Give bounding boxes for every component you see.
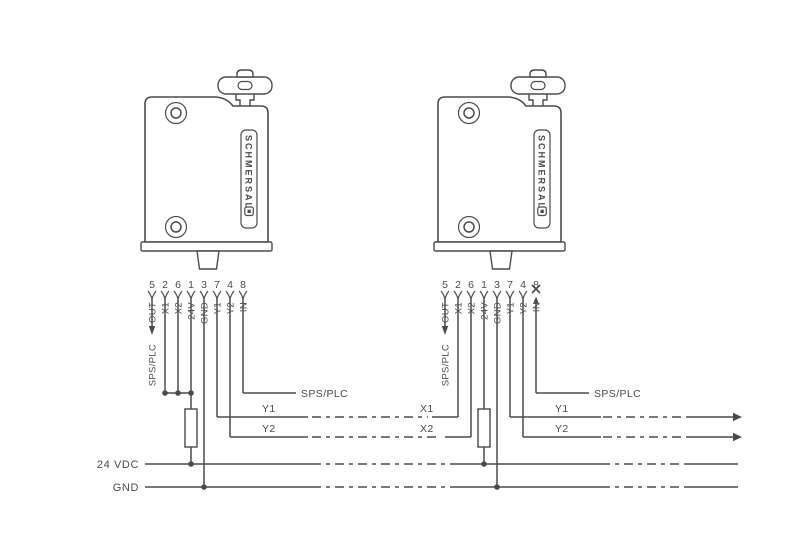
mounting-hole [457, 101, 481, 125]
pin-number: 5 [149, 279, 155, 291]
pin-number: 1 [188, 279, 194, 291]
brand-label: SCHMERSAL [244, 135, 254, 210]
pin-label: X2 [467, 302, 478, 314]
pin-label: X1 [161, 302, 172, 314]
x2-label: X2 [420, 423, 434, 435]
pin-number: 2 [162, 279, 168, 291]
ground-rail-label: GND [113, 482, 139, 494]
pin-signal-labels: OUT X1 X2 24V GND Y1 Y2 IN [148, 302, 250, 324]
pin-label: Y2 [519, 302, 530, 314]
switch-body [144, 96, 269, 243]
pin-number: 3 [494, 279, 500, 291]
power-rail-label: 24 VDC [97, 459, 139, 471]
safety-switch-2: SCHMERSAL 5 2 6 1 3 7 4 8 [433, 69, 641, 490]
pin-label: Y2 [226, 302, 237, 314]
socket-icon [466, 290, 476, 300]
brand-mark-icon [537, 206, 547, 217]
pin-number: 5 [442, 279, 448, 291]
mounting-hole [457, 215, 481, 239]
socket-icon [479, 290, 489, 300]
socket-icon [199, 290, 209, 300]
mounting-hole [164, 215, 188, 239]
pin-signal-labels: OUT X1 X2 24V GND Y1 Y2 IN [441, 302, 543, 324]
actuator-key-icon [510, 69, 566, 108]
socket-icon [212, 290, 222, 300]
y1-label: Y1 [555, 403, 569, 415]
socket-icon [147, 290, 157, 300]
pin-connector-sockets [147, 290, 248, 300]
x1-label: X1 [420, 403, 434, 415]
down-arrow-icon [148, 326, 156, 335]
socket-icon [492, 290, 502, 300]
outgoing-links [603, 412, 742, 442]
junction-dot [175, 390, 181, 396]
pin-number: 4 [520, 279, 526, 291]
plc-out-label: SPS/PLC [441, 344, 452, 386]
pin-label: X2 [174, 302, 185, 314]
pin-number: 3 [201, 279, 207, 291]
device-wiring: SPS/PLC Y1 Y2 SPS/PLC [148, 299, 348, 490]
y2-label: Y2 [555, 423, 569, 435]
pin-number: 6 [175, 279, 181, 291]
y2-label: Y2 [262, 423, 276, 435]
plc-in-label: SPS/PLC [301, 388, 348, 400]
pin-numbers: 5 2 6 1 3 7 4 8 [149, 279, 246, 291]
socket-icon [225, 290, 235, 300]
pin-label: Y1 [213, 302, 224, 314]
brand-label: SCHMERSAL [537, 135, 547, 210]
mounting-flange [433, 241, 566, 252]
supply-rails: 24 VDC GND [97, 459, 738, 494]
pin-label: 24V [187, 302, 198, 320]
plc-in-label: SPS/PLC [594, 388, 641, 400]
socket-icon [173, 290, 183, 300]
socket-icon [160, 290, 170, 300]
connector-tab [196, 250, 220, 270]
mounting-hole [164, 101, 188, 125]
pin-label: Y1 [506, 302, 517, 314]
pin-number: 4 [227, 279, 233, 291]
socket-icon [453, 290, 463, 300]
y1-label: Y1 [262, 403, 276, 415]
pin-number: 7 [507, 279, 513, 291]
pin-number: 6 [468, 279, 474, 291]
socket-icon [518, 290, 528, 300]
switch-body [437, 96, 562, 243]
pin-number: 2 [455, 279, 461, 291]
pin-label: OUT [148, 302, 159, 323]
pin-label: IN [532, 302, 543, 312]
pin-number: 7 [214, 279, 220, 291]
pin-number: 1 [481, 279, 487, 291]
fuse [184, 408, 198, 448]
pin-label: GND [493, 302, 504, 324]
schmersal-logo: SCHMERSAL [240, 129, 258, 229]
connector-tab [489, 250, 513, 270]
mounting-flange [140, 241, 273, 252]
down-arrow-icon [441, 326, 449, 335]
junction-dot [162, 390, 168, 396]
brand-mark-icon [244, 206, 254, 217]
pin-label: GND [200, 302, 211, 324]
socket-icon [186, 290, 196, 300]
device-wiring: SPS/PLC Y1 Y2 SPS/PLC [441, 299, 641, 490]
right-arrow-icon [733, 432, 742, 442]
plc-out-label: SPS/PLC [148, 344, 159, 386]
fuse [477, 408, 491, 448]
actuator-key-icon [217, 69, 273, 108]
pin-number: 8 [533, 279, 539, 291]
pin-label: IN [239, 302, 250, 312]
schmersal-logo: SCHMERSAL [533, 129, 551, 229]
right-arrow-icon [733, 412, 742, 422]
series-links: X1 X2 [312, 403, 471, 438]
pin-label: OUT [441, 302, 452, 323]
pin-number: 8 [240, 279, 246, 291]
socket-icon [238, 290, 248, 300]
socket-icon [505, 290, 515, 300]
socket-icon [440, 290, 450, 300]
pin-label: 24V [480, 302, 491, 320]
pin-numbers: 5 2 6 1 3 7 4 8 [442, 279, 539, 291]
pin-label: X1 [454, 302, 465, 314]
safety-switch-1: SCHMERSAL 5 2 6 1 3 7 4 8 OUT [140, 69, 348, 490]
